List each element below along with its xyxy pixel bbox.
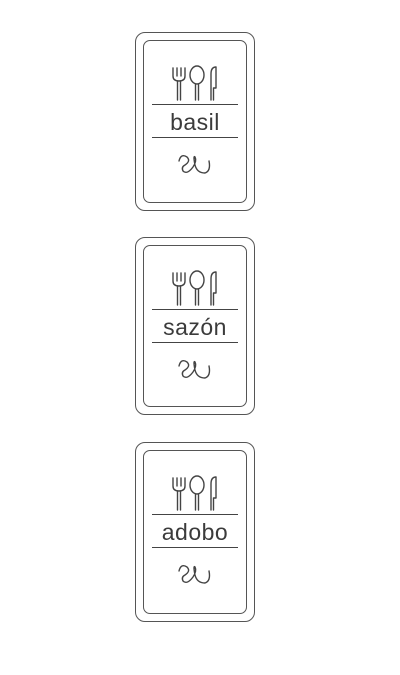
flourish-icon: [178, 154, 211, 174]
bottom-rule: [152, 342, 238, 343]
spice-label-sazon: sazón: [135, 237, 255, 415]
label-inner-frame: basil: [143, 40, 247, 203]
top-rule: [152, 309, 238, 310]
fork-spoon-knife-icon: [172, 270, 217, 306]
flourish-icon: [178, 359, 211, 379]
spice-name: sazón: [163, 314, 227, 340]
top-rule: [152, 514, 238, 515]
spice-name: adobo: [161, 519, 229, 545]
fork-spoon-knife-icon: [172, 475, 217, 511]
spice-label-basil: basil: [135, 32, 255, 211]
bottom-rule: [152, 547, 238, 548]
fork-spoon-knife-icon: [172, 65, 217, 101]
spice-label-adobo: adobo: [135, 442, 255, 622]
bottom-rule: [152, 137, 238, 138]
top-rule: [152, 104, 238, 105]
label-inner-frame: sazón: [143, 245, 247, 407]
flourish-icon: [178, 564, 211, 584]
spice-name: basil: [170, 109, 220, 135]
label-inner-frame: adobo: [143, 450, 247, 614]
